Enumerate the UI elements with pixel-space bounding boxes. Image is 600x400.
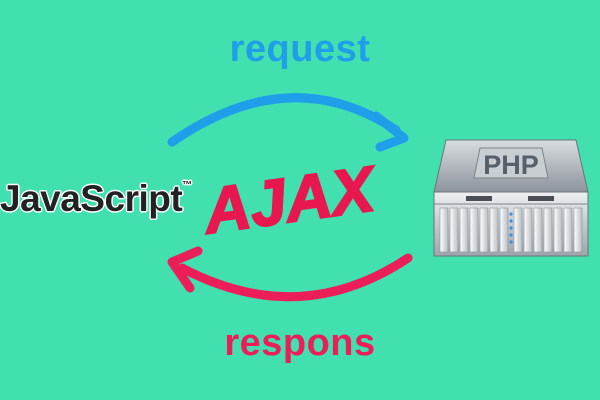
trademark-mark: ™ (182, 180, 192, 191)
drive-bays (439, 207, 583, 253)
request-arrow-icon (167, 93, 409, 152)
ajax-logo: AJAX (197, 152, 381, 248)
javascript-text: JavaScript (0, 178, 183, 219)
php-plate-text: PHP (483, 150, 539, 180)
response-arrow-icon (167, 246, 413, 302)
status-lights (509, 212, 513, 244)
request-label: request (229, 28, 371, 70)
response-label: respons (224, 322, 376, 364)
server-icon: PHP (433, 139, 589, 257)
javascript-label: JavaScript™ (0, 178, 192, 220)
